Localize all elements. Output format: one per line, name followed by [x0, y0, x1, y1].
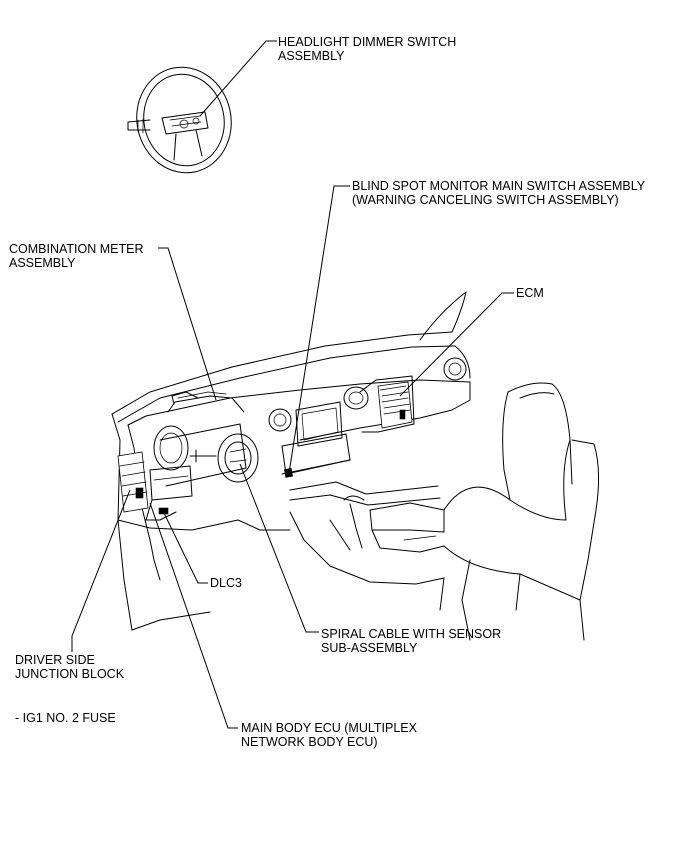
label-line: HEADLIGHT DIMMER SWITCH — [278, 35, 457, 49]
label-dlc3: DLC3 — [210, 576, 242, 590]
label-line: SPIRAL CABLE WITH SENSOR — [321, 627, 502, 641]
label-line: ECM — [516, 286, 544, 300]
label-line: COMBINATION METER — [9, 242, 144, 256]
label-headlight-dimmer-switch: HEADLIGHT DIMMER SWITCH ASSEMBLY — [278, 35, 456, 63]
label-combination-meter: COMBINATION METER ASSEMBLY — [9, 242, 144, 270]
label-line: (WARNING CANCELING SWITCH ASSEMBLY) — [352, 193, 619, 207]
label-line: DRIVER SIDE — [15, 653, 95, 667]
leader-spiral-cable — [239, 463, 319, 633]
label-line: MAIN BODY ECU (MULTIPLEX — [241, 721, 417, 735]
label-ecm: ECM — [516, 286, 544, 300]
leader-driver-side-junction-block — [71, 489, 131, 652]
label-ig1-no2-fuse: - IG1 NO. 2 FUSE — [15, 711, 116, 725]
instrument-panel-illustration — [111, 291, 600, 641]
label-line: JUNCTION BLOCK — [15, 667, 125, 681]
label-line: ASSEMBLY — [278, 49, 345, 63]
label-line: DLC3 — [210, 576, 242, 590]
steering-wheel-illustration — [127, 66, 232, 174]
label-line: - IG1 NO. 2 FUSE — [15, 711, 116, 725]
label-blind-spot-monitor-switch: BLIND SPOT MONITOR MAIN SWITCH ASSEMBLY … — [352, 179, 645, 207]
label-line: NETWORK BODY ECU) — [241, 735, 378, 749]
leader-blind-spot-monitor-switch — [288, 185, 350, 474]
leader-combination-meter — [158, 247, 217, 401]
leader-dlc3 — [163, 512, 208, 584]
leader-headlight-dimmer-switch — [199, 40, 277, 117]
label-line: BLIND SPOT MONITOR MAIN SWITCH ASSEMBLY — [352, 179, 646, 193]
label-line: SUB-ASSEMBLY — [321, 641, 418, 655]
leader-lines — [71, 40, 514, 729]
label-driver-side-junction-block: DRIVER SIDE JUNCTION BLOCK — [15, 653, 124, 681]
leader-ecm — [399, 292, 514, 397]
leader-main-body-ecu — [149, 502, 238, 729]
label-main-body-ecu: MAIN BODY ECU (MULTIPLEX NETWORK BODY EC… — [241, 721, 417, 749]
label-line: ASSEMBLY — [9, 256, 76, 270]
label-spiral-cable: SPIRAL CABLE WITH SENSOR SUB-ASSEMBLY — [321, 627, 501, 655]
